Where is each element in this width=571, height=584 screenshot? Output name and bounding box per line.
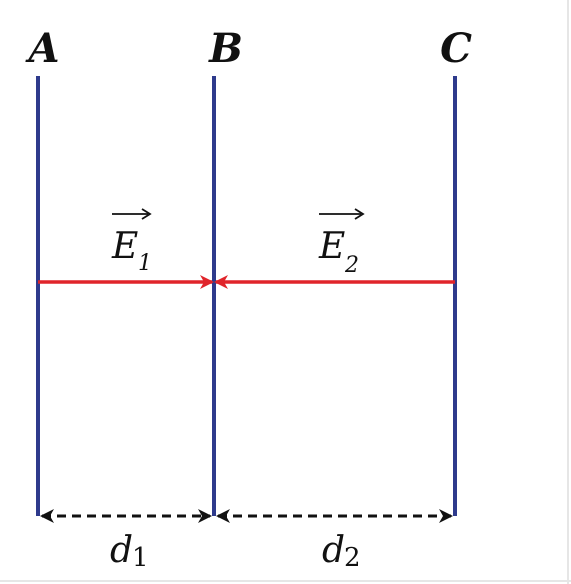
field-label-e1: E 1 [111,208,152,276]
distance-label-d1: d 1 [110,530,149,573]
plate-label-a: A [24,25,59,72]
field-symbol-e1: E [111,226,138,267]
distance-label-d2: d 2 [322,530,361,573]
field-subscript-e1: 1 [138,251,152,276]
distance-symbol-d2: d [322,530,345,571]
distance-symbol-d1: d [110,530,133,571]
field-label-e2: E 2 [318,208,365,278]
field-subscript-e2: 2 [344,253,359,278]
vector-arrowhead-e1 [141,208,152,220]
bottom-frame-edge [0,580,571,582]
right-frame-edge [567,0,569,584]
field-symbol-e2: E [318,226,345,267]
distance-subscript-d1: 1 [132,543,149,573]
distance-subscript-d2: 2 [344,543,361,573]
vector-arrowhead-e2 [354,208,365,220]
plate-label-b: B [208,25,243,72]
plate-label-c: C [440,25,472,72]
